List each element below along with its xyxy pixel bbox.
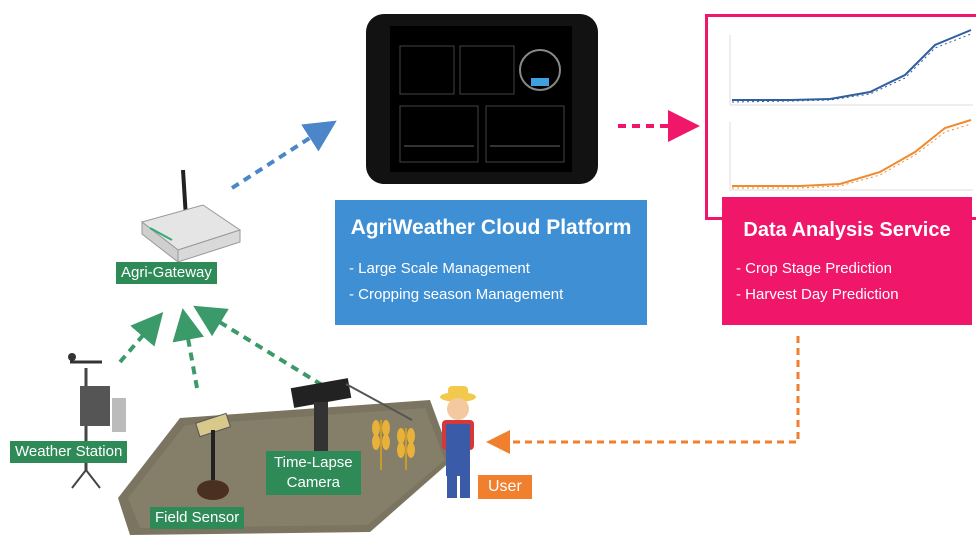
weather-station-label: Weather Station bbox=[10, 441, 128, 463]
dashboard-screen bbox=[390, 26, 572, 172]
arrow-camera-to-gateway bbox=[193, 305, 324, 387]
cloud-platform-title: AgriWeather Cloud Platform bbox=[350, 216, 632, 239]
analysis-service-box: Data Analysis Service - Crop Stage Predi… bbox=[722, 197, 972, 325]
gateway-label: Agri-Gateway bbox=[116, 262, 217, 284]
weather-station-icon bbox=[68, 353, 126, 489]
camera-label-line2: Camera bbox=[286, 474, 340, 491]
tablet-icon bbox=[366, 14, 598, 184]
cloud-item-1: - Large Scale Management bbox=[349, 260, 530, 277]
cloud-platform-box: AgriWeather Cloud Platform - Large Scale… bbox=[335, 200, 647, 325]
cloud-item-2: - Cropping season Management bbox=[349, 286, 564, 303]
analysis-chart bbox=[729, 29, 973, 191]
wheat-icon bbox=[372, 420, 415, 470]
arrow-gateway-to-cloud bbox=[230, 120, 337, 190]
analysis-item-2: - Harvest Day Prediction bbox=[736, 286, 899, 303]
gateway-icon bbox=[140, 169, 242, 264]
field-sensor-label: Field Sensor bbox=[150, 507, 245, 529]
user-label: User bbox=[478, 475, 532, 499]
camera-label-line1: Time-Lapse bbox=[274, 454, 353, 471]
camera-icon bbox=[290, 378, 413, 454]
camera-label: Time-Lapse Camera bbox=[266, 451, 361, 495]
arrow-analysis-to-user bbox=[486, 336, 800, 454]
arrow-weather-to-gateway bbox=[118, 311, 164, 364]
field-sensor-icon bbox=[194, 412, 232, 500]
arrow-sensor-to-gateway bbox=[172, 308, 205, 389]
analysis-item-1: - Crop Stage Prediction bbox=[736, 260, 892, 277]
farmer-icon bbox=[440, 386, 476, 498]
analysis-service-title: Data Analysis Service bbox=[743, 219, 951, 241]
